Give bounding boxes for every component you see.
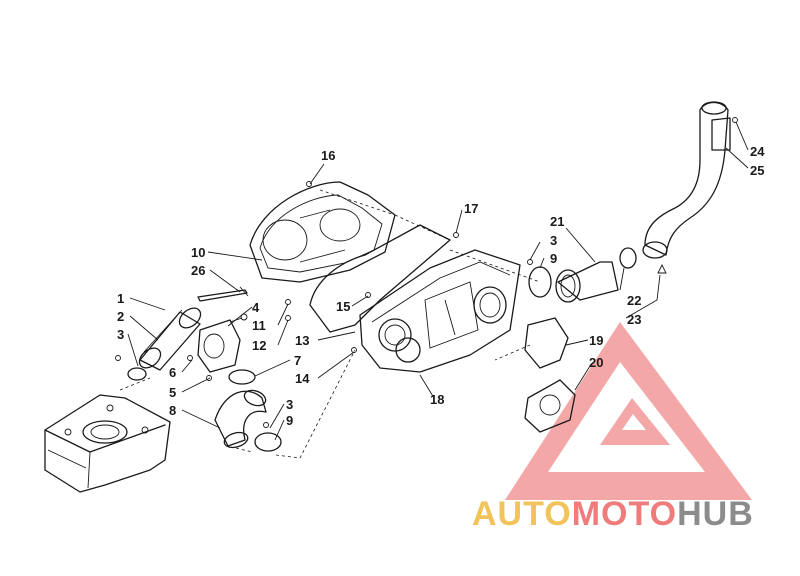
- label-16: 16: [321, 148, 335, 163]
- intake-duct: [127, 307, 202, 381]
- plate-19: [524, 317, 569, 369]
- label-20: 20: [589, 355, 603, 370]
- gasket-13: [309, 224, 451, 333]
- housing-4: [197, 313, 248, 373]
- duct-21: [555, 261, 619, 303]
- clamp-22: [619, 247, 637, 269]
- label-19: 19: [589, 333, 603, 348]
- label-15: 15: [336, 299, 350, 314]
- label-11: 11: [252, 318, 266, 333]
- clamp-9-upper: [528, 266, 552, 298]
- assembly-lines: [119, 189, 541, 459]
- leader-lines: [127, 121, 749, 441]
- label-7: 7: [294, 353, 301, 368]
- svg-text:AUTOMOTOHUB: AUTOMOTOHUB: [472, 495, 754, 533]
- label-12: 12: [252, 338, 266, 353]
- label-3-lower: 3: [286, 397, 293, 412]
- watermark-hub: HUB: [677, 495, 754, 533]
- label-4: 4: [252, 300, 260, 315]
- exhaust-duct: [642, 101, 731, 274]
- clutch-cover-outer: [249, 181, 396, 283]
- label-5: 5: [169, 385, 176, 400]
- label-9-lower: 9: [286, 413, 293, 428]
- label-26: 26: [191, 263, 205, 278]
- elbow-8: [214, 389, 267, 449]
- label-24: 24: [750, 144, 765, 159]
- label-3-right: 3: [550, 233, 557, 248]
- strap: [197, 286, 249, 302]
- air-box: [44, 394, 171, 493]
- label-22: 22: [627, 293, 641, 308]
- inner-housing-18: [359, 249, 521, 373]
- label-9-right: 9: [550, 251, 557, 266]
- clamp-9-lower: [254, 432, 282, 452]
- label-14: 14: [295, 371, 310, 386]
- clamp-7: [228, 369, 256, 385]
- label-6: 6: [169, 365, 176, 380]
- label-1: 1: [117, 291, 124, 306]
- label-2: 2: [117, 309, 124, 324]
- label-17: 17: [464, 201, 478, 216]
- label-18: 18: [430, 392, 444, 407]
- watermark-text: AUTOMOTOHUB: [472, 495, 754, 533]
- label-21: 21: [550, 214, 564, 229]
- part-labels: 1 2 3 26 10 4 11 12 6 5 7 8 3 9 13 14 15…: [117, 144, 765, 428]
- plate-20: [524, 379, 576, 433]
- label-25: 25: [750, 163, 764, 178]
- label-3: 3: [117, 327, 124, 342]
- watermark-auto: AUTO: [472, 495, 572, 533]
- label-10: 10: [191, 245, 205, 260]
- watermark-logo-icon: [505, 322, 752, 500]
- label-23: 23: [627, 312, 641, 327]
- label-8: 8: [169, 403, 176, 418]
- watermark-moto: MOTO: [572, 495, 677, 533]
- label-13: 13: [295, 333, 309, 348]
